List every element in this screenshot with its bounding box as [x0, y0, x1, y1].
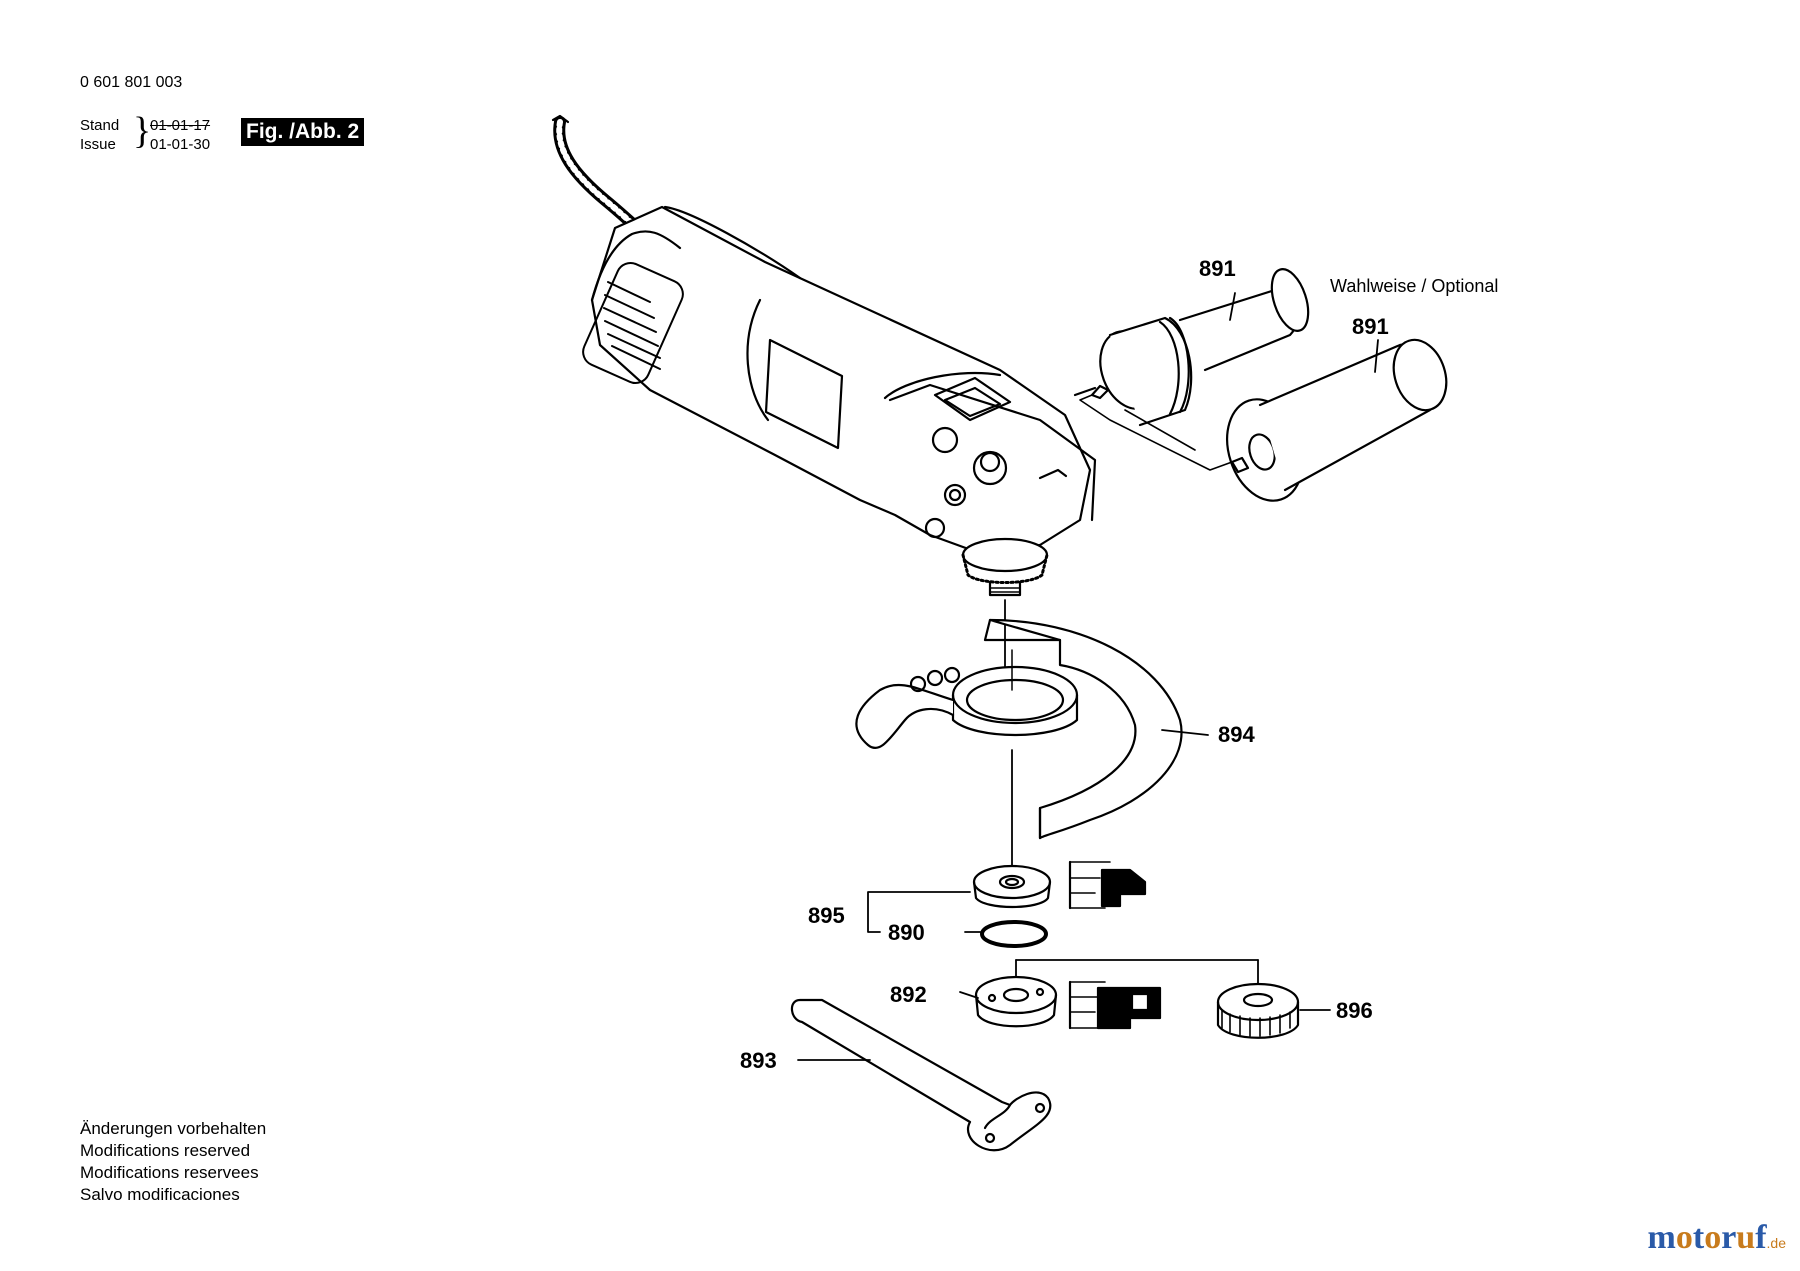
angle-grinder-body: [582, 205, 1097, 597]
note-de: Änderungen vorbehalten: [80, 1119, 267, 1138]
stand-issue-labels: Stand Issue: [80, 116, 119, 154]
stand-date: 01-01-17: [150, 117, 211, 134]
brand-logo: motoruf.de: [1648, 1219, 1786, 1257]
optional-label: Wahlweise / Optional: [1330, 276, 1499, 296]
part-label-895: 895: [808, 903, 845, 928]
brand-name: motoruf: [1647, 1219, 1767, 1256]
brace-icon: }: [133, 110, 152, 152]
issue-date: 01-01-30: [150, 136, 211, 153]
part-label-891: 891: [1199, 256, 1236, 281]
stand-issue-dates: 01-01-17 01-01-30: [150, 116, 210, 154]
quick-clamping-nut: [1216, 982, 1300, 1039]
brand-tld: .de: [1766, 1235, 1786, 1251]
side-handle-alt: [1226, 338, 1448, 502]
note-es: Salvo modificaciones: [80, 1185, 240, 1204]
document-number: 0 601 801 003: [80, 74, 183, 91]
part-label-894: 894: [1218, 722, 1255, 747]
note-fr: Modifications reservees: [80, 1163, 259, 1182]
figure-badge: Fig. /Abb. 2: [241, 118, 365, 146]
stand-label: Stand: [80, 117, 120, 134]
issue-label: Issue: [80, 136, 116, 153]
protection-guard: [855, 618, 1183, 840]
o-ring: [980, 920, 1048, 948]
vent-slots: [582, 262, 684, 384]
part-label-892: 892: [890, 982, 927, 1007]
handle-connectors: [1079, 394, 1233, 471]
backing-flange: [972, 864, 1052, 909]
part-label-896: 896: [1336, 998, 1373, 1023]
nut-section-symbol: [1068, 980, 1162, 1030]
part-label-890: 890: [888, 920, 925, 945]
modifications-notes: Änderungen vorbehalten Modifications res…: [80, 1118, 266, 1206]
clamping-nut: [974, 975, 1058, 1028]
part-label-891-optional: 891: [1352, 314, 1389, 339]
leader-lines: [797, 292, 1379, 1061]
power-cord: [551, 114, 648, 238]
two-pin-spanner: [790, 998, 1052, 1152]
flange-section-symbol: [1068, 860, 1147, 910]
side-handle: [1073, 268, 1310, 427]
note-en: Modifications reserved: [80, 1141, 251, 1160]
part-label-893: 893: [740, 1048, 777, 1073]
